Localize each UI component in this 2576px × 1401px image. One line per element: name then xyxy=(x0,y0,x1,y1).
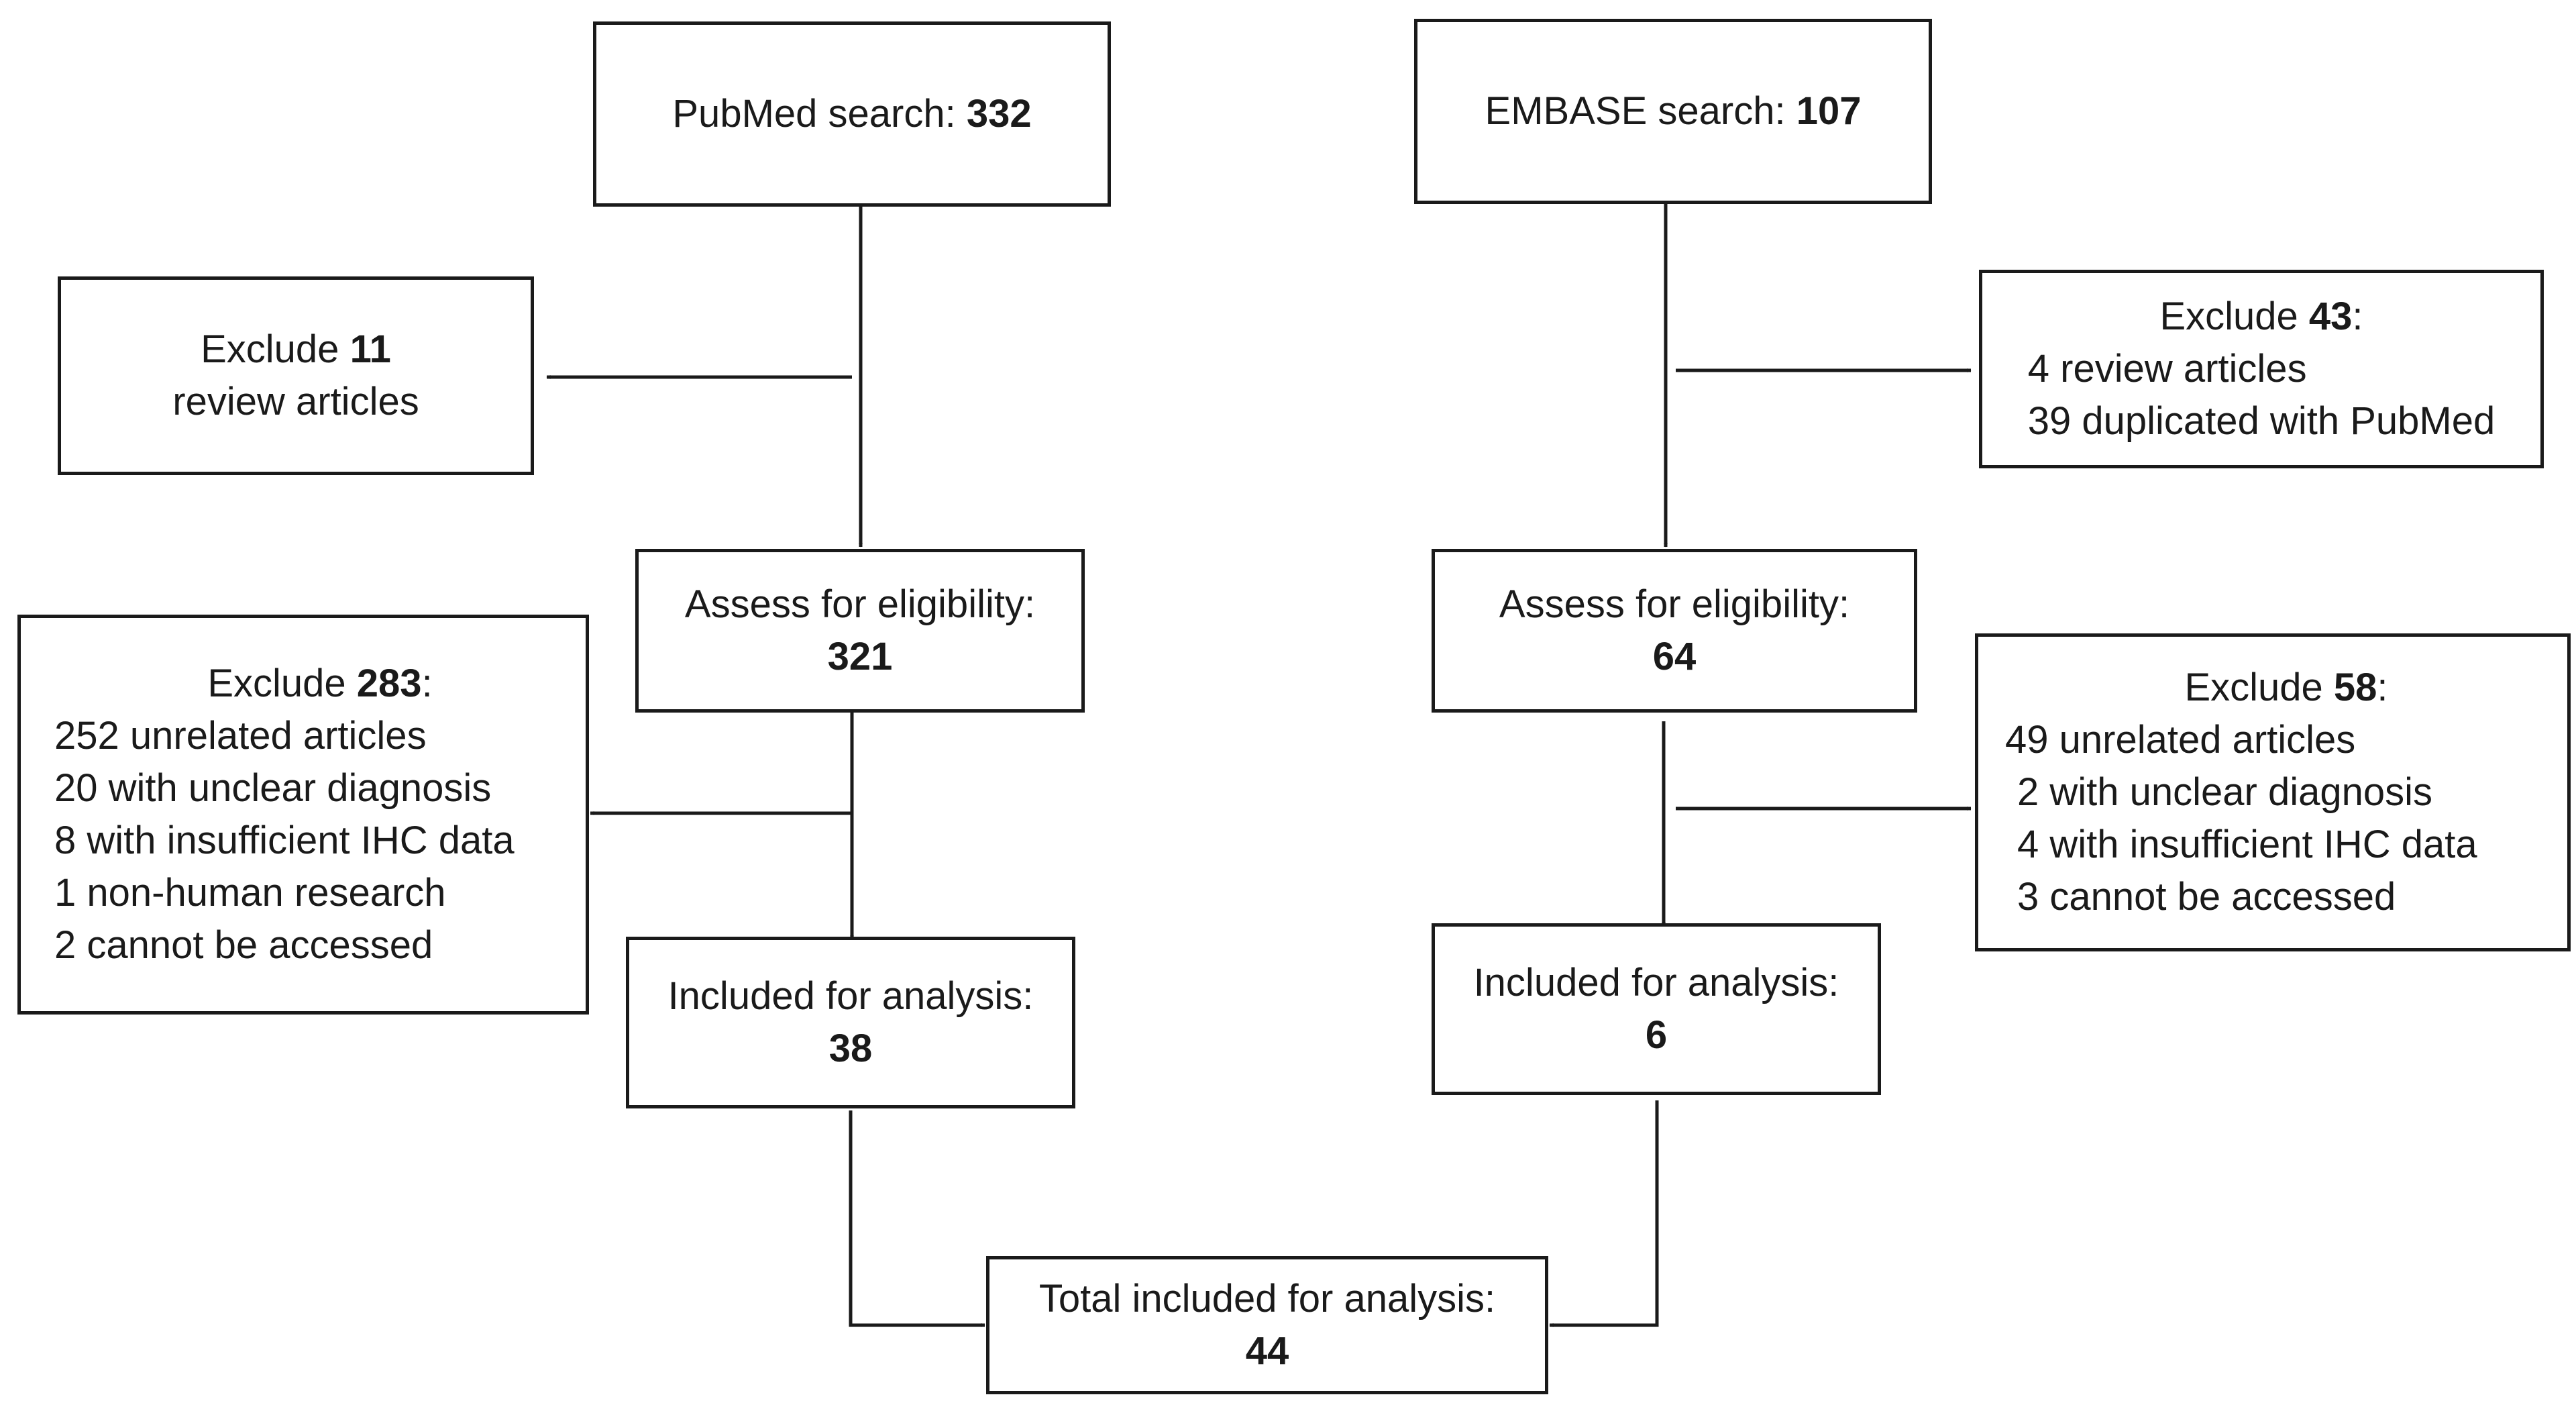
list-item: 252 unrelated articles xyxy=(54,714,427,758)
pubmed-included-box: Included for analysis: 38 xyxy=(626,937,1075,1108)
list-item: 2 cannot be accessed xyxy=(54,923,433,967)
embase-assess-count: 64 xyxy=(1652,635,1697,678)
list-item: 3 cannot be accessed xyxy=(2017,875,2396,919)
embase-exclude-review-box: Exclude 43: 4 review articles 39 duplica… xyxy=(1979,270,2544,468)
embase-assess-box: Assess for eligibility: 64 xyxy=(1432,549,1917,713)
list-item: 2 with unclear diagnosis xyxy=(2017,770,2433,814)
pubmed-assess-count: 321 xyxy=(827,635,893,678)
list-item: 8 with insufficient IHC data xyxy=(54,819,515,862)
pubmed-exclude-main-box: Exclude 283: 252 unrelated articles 20 w… xyxy=(17,615,589,1015)
list-item: 20 with unclear diagnosis xyxy=(54,766,492,810)
list-item: 4 with insufficient IHC data xyxy=(2017,823,2477,866)
embase-included-box: Included for analysis: 6 xyxy=(1432,923,1881,1095)
embase-included-count: 6 xyxy=(1645,1013,1668,1057)
pubmed-search-box: PubMed search: 332 xyxy=(593,21,1111,207)
pubmed-exclude-review-box: Exclude 11 review articles xyxy=(58,276,534,475)
pubmed-included-count: 38 xyxy=(828,1027,873,1070)
pubmed-included-label: Included for analysis: xyxy=(667,974,1034,1018)
embase-assess-label: Assess for eligibility: xyxy=(1499,582,1850,626)
arrow-embase-included-to-total xyxy=(1549,1100,1659,1327)
list-item: 39 duplicated with PubMed xyxy=(2027,399,2496,443)
embase-exclude-review-list: 4 review articles 39 duplicated with Pub… xyxy=(2028,343,2495,448)
embase-included-label: Included for analysis: xyxy=(1473,961,1839,1004)
pubmed-search-text: PubMed search: 332 xyxy=(672,92,1032,136)
embase-exclude-review-heading: Exclude 43: xyxy=(2159,295,2363,338)
embase-exclude-main-box: Exclude 58: 49 unrelated articles 2 with… xyxy=(1975,633,2571,951)
embase-search-box: EMBASE search: 107 xyxy=(1414,19,1932,204)
list-item: 1 non-human research xyxy=(54,871,446,915)
embase-search-text: EMBASE search: 107 xyxy=(1485,89,1862,133)
pubmed-exclude-review-heading: Exclude 11 xyxy=(201,327,391,371)
total-included-count: 44 xyxy=(1245,1329,1289,1373)
total-included-label: Total included for analysis: xyxy=(1038,1277,1496,1320)
pubmed-exclude-review-detail: review articles xyxy=(172,380,419,423)
arrow-pubmed-included-to-total xyxy=(849,1110,985,1327)
list-item: 49 unrelated articles xyxy=(2005,718,2356,762)
embase-exclude-main-heading: Exclude 58: xyxy=(2184,666,2388,709)
total-included-box: Total included for analysis: 44 xyxy=(986,1256,1548,1394)
list-item: 4 review articles xyxy=(2027,347,2307,391)
pubmed-exclude-main-heading: Exclude 283: xyxy=(207,662,433,705)
pubmed-assess-box: Assess for eligibility: 321 xyxy=(635,549,1085,713)
pubmed-assess-label: Assess for eligibility: xyxy=(684,582,1036,626)
